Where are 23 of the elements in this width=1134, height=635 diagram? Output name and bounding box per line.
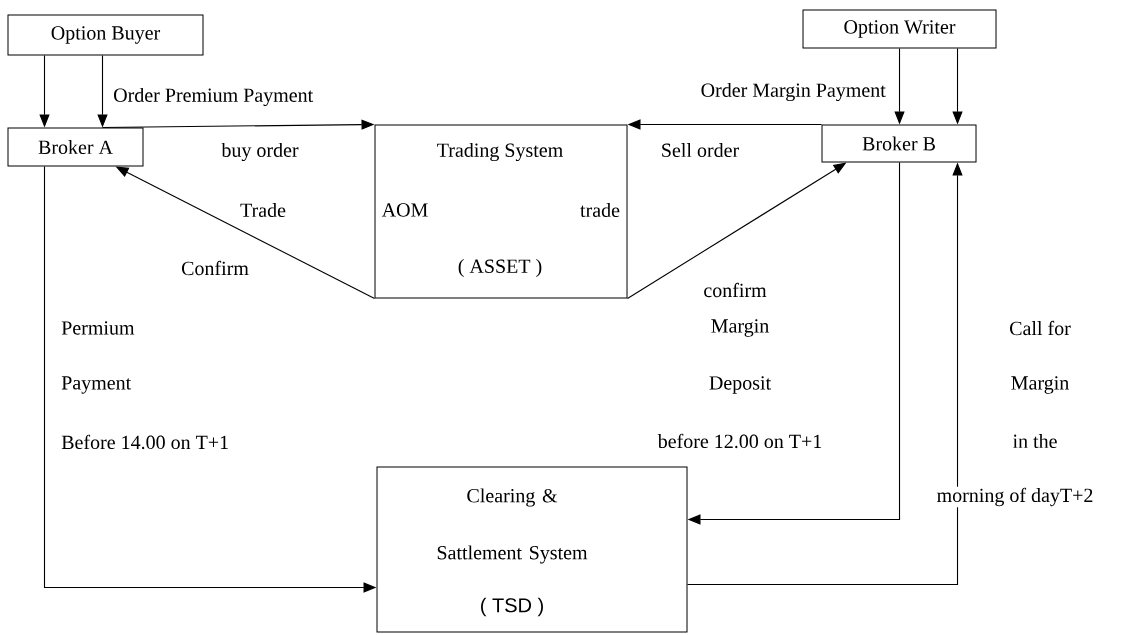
edge-label: buy order (220, 141, 300, 163)
process-box: Option Buyer (7, 14, 204, 56)
annotation-text: Confirm (180, 259, 250, 277)
process-box: Clearing & Sattlement System ( TSD ) (376, 466, 688, 633)
process-box: Broker A (7, 127, 144, 167)
annotation-text: Margin (709, 318, 771, 338)
annotation-text: Permium (60, 320, 136, 336)
annotation-text: trade (579, 201, 621, 219)
annotation-text: confirm (702, 281, 768, 299)
edge-label: Sell order (659, 141, 741, 159)
annotation-text: Payment (60, 375, 133, 395)
edge-label: Order Margin Payment (699, 81, 887, 103)
process-box: Option Writer (802, 9, 997, 49)
annotation-text: Before 14.00 on T+1 (60, 433, 231, 451)
process-box: Broker B (821, 124, 977, 163)
edge-label: Order Premium Payment (112, 86, 315, 108)
annotation-text: before 12.00 on T+1 (656, 432, 824, 450)
annotation-text: morning of dayT+2 (935, 486, 1095, 508)
annotation-text: Trade (239, 201, 287, 219)
annotation-text: in the (1011, 432, 1059, 450)
annotation-text: Call for (1008, 319, 1072, 337)
annotation-text: Deposit (707, 375, 773, 395)
annotation-text: Margin (1009, 375, 1071, 395)
